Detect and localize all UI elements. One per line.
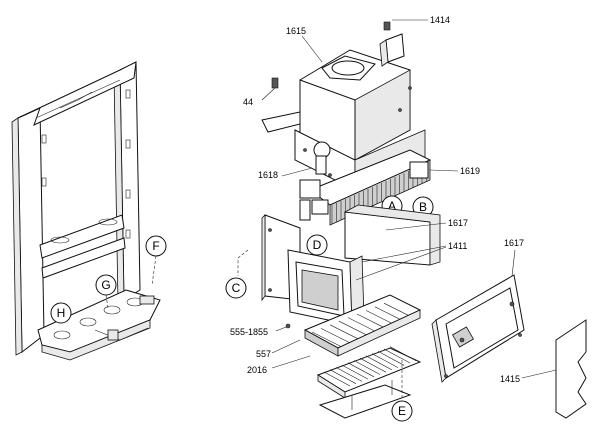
tray-lines-line [371,353,399,368]
combustion-chamber [287,249,365,326]
tray-lines-line [335,367,363,382]
label-555-1855: 555-1855 [230,327,268,337]
burner-tubes-line [311,331,343,348]
circle-label-H: H [50,302,72,324]
circle-label-G: G [95,274,117,309]
burner-tubes-line [356,313,388,330]
label-1619: 1619 [460,166,480,176]
tray-lines-line [389,346,417,361]
tray-lines-line [377,351,405,366]
burner-assembly [303,294,422,357]
svg-text:C: C [232,281,241,295]
svg-text:E: E [398,404,406,418]
front-cover-panel [431,274,525,383]
bottom-plate [318,380,412,419]
svg-text:D: D [313,238,322,252]
tray-lines-line [359,357,387,373]
bracket-1414 [379,19,428,67]
flue-hood [261,49,426,191]
cover-sheet-1415 [555,319,587,419]
label-1617-b: 1617 [504,238,524,248]
svg-text:A: A [388,199,396,213]
circle-label-E: E [391,360,413,422]
label-1617-a: 1617 [448,218,468,228]
burner-tubes-line [365,310,397,326]
burner-tubes-line [329,324,361,341]
burner-tubes-line [320,328,352,344]
label-1415: 1415 [500,374,520,384]
burner-tubes-line [338,320,370,337]
burner-tray [316,346,422,399]
circle-label-D: D [306,234,328,256]
label-44: 44 [243,97,253,107]
svg-text:F: F [152,239,159,253]
circle-label-F: F [145,235,167,286]
svg-text:G: G [101,278,110,292]
label-557: 557 [256,349,271,359]
tray-lines-line [323,371,351,387]
circle-label-C: C [225,249,249,299]
tray-lines-line [383,348,411,364]
tray-lines-line [329,369,357,384]
label-1414: 1414 [430,15,450,25]
screw-44 [261,77,279,101]
svg-text:H: H [57,306,66,320]
label-2016: 2016 [247,365,267,375]
svg-text:B: B [419,200,427,214]
label-1615: 1615 [286,26,306,36]
tray-lines-line [341,364,369,380]
label-1618: 1618 [258,170,278,180]
tray-lines-line [365,355,393,371]
tray-lines-line [353,360,381,375]
tray-lines-line [347,362,375,378]
mounting-frame [11,61,161,361]
label-1411: 1411 [448,241,467,251]
burner-tubes-line [347,317,379,333]
insulation-panel-back [343,204,441,266]
